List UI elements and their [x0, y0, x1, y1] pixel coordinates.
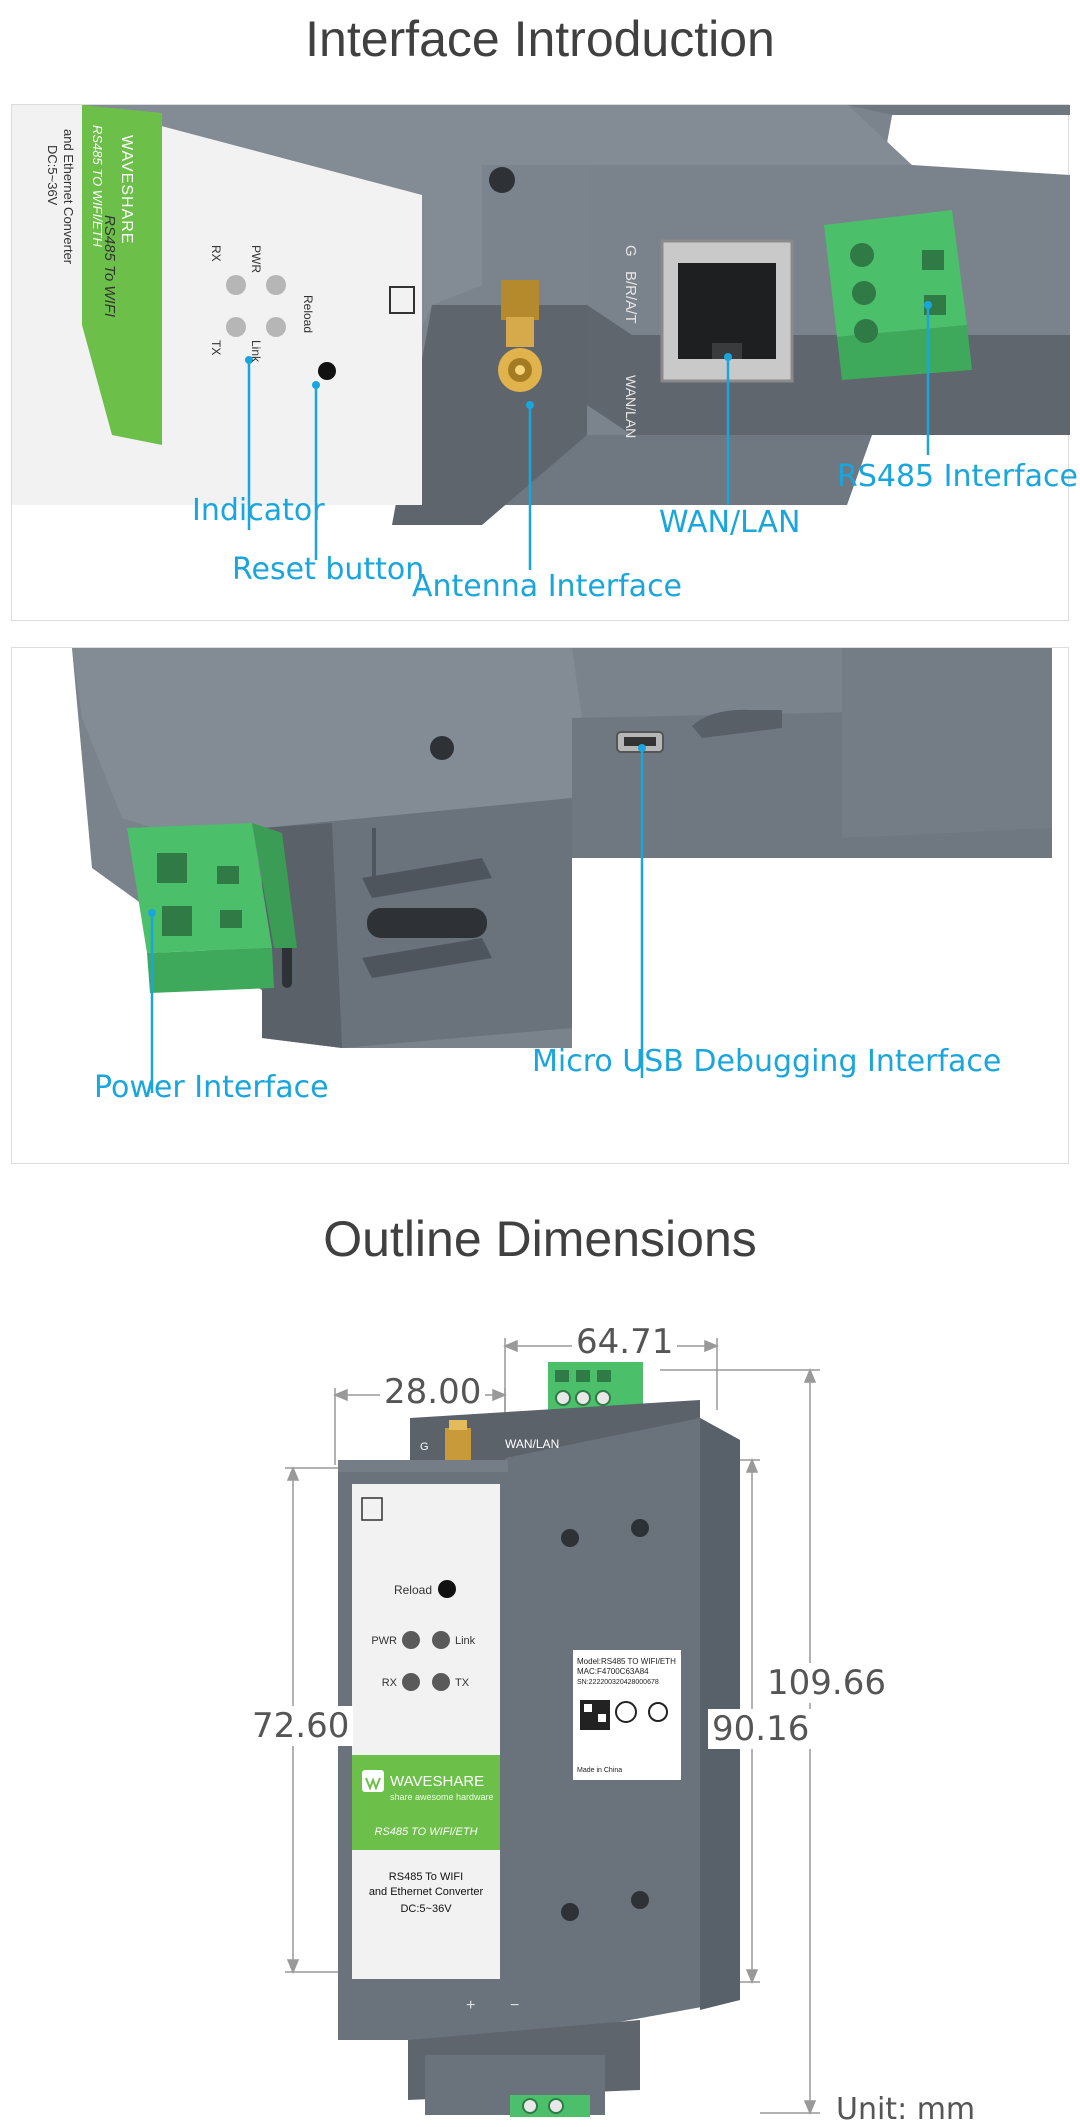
- top-reload-label: Reload: [301, 295, 315, 334]
- callout-micro-usb: Micro USB Debugging Interface: [532, 1044, 1002, 1079]
- device-bottom-illustration: [72, 648, 1052, 1093]
- terminal-block-icon: [510, 2095, 590, 2117]
- top-port-wan: WAN/LAN: [623, 375, 639, 439]
- callout-indicator: Indicator: [192, 493, 325, 528]
- outline-sticker-mac: MAC:F4700C63A84: [577, 1667, 649, 1676]
- micro-usb-port-icon: [616, 731, 664, 753]
- waveshare-logo-icon: [362, 1770, 384, 1792]
- outline-product2: and Ethernet Converter: [369, 1886, 484, 1898]
- top-led-link: Link: [249, 340, 263, 363]
- top-port-g: G: [622, 245, 639, 257]
- terminal-block-icon: [548, 1362, 643, 1410]
- top-led-tx: TX: [209, 340, 223, 356]
- terminal-block-icon: [824, 210, 972, 380]
- outline-led-tx: TX: [455, 1677, 470, 1689]
- callout-antenna-interface: Antenna Interface: [412, 569, 683, 604]
- dimension-total-height: 109.66: [763, 1663, 890, 1703]
- outline-plus: +: [466, 1997, 475, 2014]
- dimension-top-width: 64.71: [572, 1322, 678, 1362]
- callout-reset-button: Reset button: [232, 552, 425, 587]
- outline-g-label: G: [420, 1441, 429, 1453]
- top-port-b: B/R/A/T: [622, 271, 639, 324]
- top-led-rx: RX: [209, 245, 223, 262]
- callout-power-interface: Power Interface: [94, 1070, 329, 1105]
- dimension-front-height: 72.60: [248, 1706, 354, 1746]
- top-label-model: RS485 TO WIFI/ETH: [90, 125, 105, 247]
- outline-minus: −: [510, 1997, 519, 2014]
- outline-model: RS485 TO WIFI/ETH: [374, 1826, 477, 1838]
- outline-led-rx: RX: [382, 1677, 398, 1689]
- outline-voltage: DC:5~36V: [400, 1903, 452, 1915]
- outline-reload-label: Reload: [394, 1583, 432, 1597]
- dimension-body-height: 90.16: [708, 1709, 814, 1749]
- dimension-side-width: 28.00: [380, 1372, 486, 1412]
- interface-bottom-panel: Power Interface Micro USB Debugging Inte…: [11, 647, 1069, 1164]
- outline-product1: RS485 To WIFI: [389, 1871, 463, 1883]
- top-led-pwr: PWR: [249, 245, 263, 273]
- section-title-outline: Outline Dimensions: [323, 1211, 757, 1267]
- callout-rs485-interface: RS485 Interface: [837, 459, 1078, 494]
- top-label-voltage: DC:5~36V: [45, 145, 60, 206]
- outline-led-pwr: PWR: [371, 1635, 397, 1647]
- outline-made-in: Made in China: [577, 1767, 622, 1774]
- outline-sticker-model: Model:RS485 TO WIFI/ETH: [577, 1657, 676, 1666]
- unit-label: Unit: mm: [836, 2092, 976, 2127]
- top-label-brand: WAVESHARE: [118, 135, 135, 245]
- device-top-illustration: [12, 105, 1070, 570]
- outline-brand: WAVESHARE: [390, 1773, 484, 1790]
- outline-sticker-sn: SN:222200320428000678: [577, 1679, 659, 1686]
- top-label-product2: and Ethernet Converter: [61, 129, 76, 265]
- outline-wan-lan-label: WAN/LAN: [505, 1437, 559, 1451]
- outline-drawing: Reload PWR Link RX TX WAVESHARE share aw…: [285, 1338, 820, 2117]
- antenna-icon: [498, 280, 542, 392]
- terminal-block-icon: [127, 823, 297, 993]
- section-title-interface: Interface Introduction: [305, 11, 775, 67]
- callout-wan-lan: WAN/LAN: [659, 505, 801, 540]
- outline-tagline: share awesome hardware: [390, 1792, 494, 1802]
- interface-top-panel: RS485 To WIFI WAVESHARE RS485 TO WIFI/ET…: [11, 104, 1078, 621]
- outline-led-link: Link: [455, 1635, 476, 1647]
